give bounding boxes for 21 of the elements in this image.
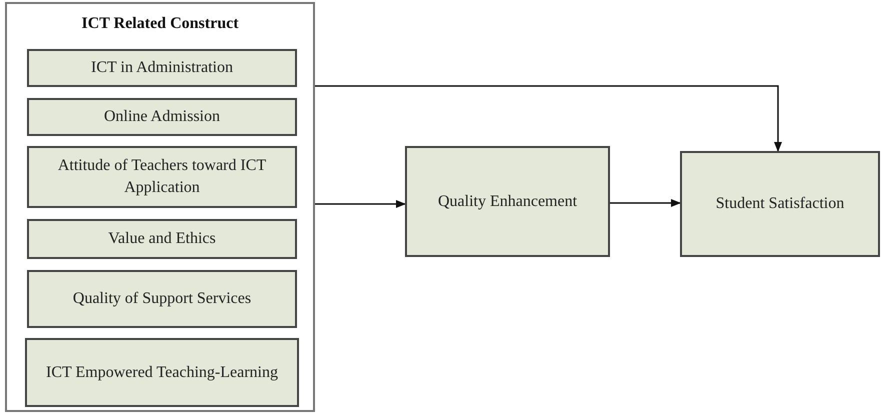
process-box bbox=[25, 338, 299, 407]
arrow bbox=[610, 199, 681, 207]
box-label: ICT in Administration bbox=[91, 58, 233, 78]
arrow bbox=[315, 85, 782, 152]
group-title: ICT Related Construct bbox=[81, 14, 239, 34]
process-box bbox=[27, 270, 297, 328]
process-box bbox=[27, 49, 297, 87]
group-box bbox=[5, 2, 315, 412]
box-label: Attitude of Teachers toward ICT Application bbox=[56, 156, 268, 198]
process-box bbox=[680, 151, 880, 257]
process-box bbox=[405, 146, 610, 257]
process-box bbox=[27, 98, 297, 136]
box-label: Value and Ethics bbox=[108, 229, 216, 249]
arrow bbox=[315, 200, 406, 208]
box-label: Quality of Support Services bbox=[72, 289, 252, 309]
box-label: ICT Empowered Teaching-Learning bbox=[46, 362, 278, 382]
process-box bbox=[27, 219, 297, 259]
box-label: Online Admission bbox=[104, 107, 220, 127]
process-box bbox=[27, 146, 297, 208]
box-label: Quality Enhancement bbox=[438, 192, 578, 212]
box-label: Student Satisfaction bbox=[716, 194, 844, 214]
